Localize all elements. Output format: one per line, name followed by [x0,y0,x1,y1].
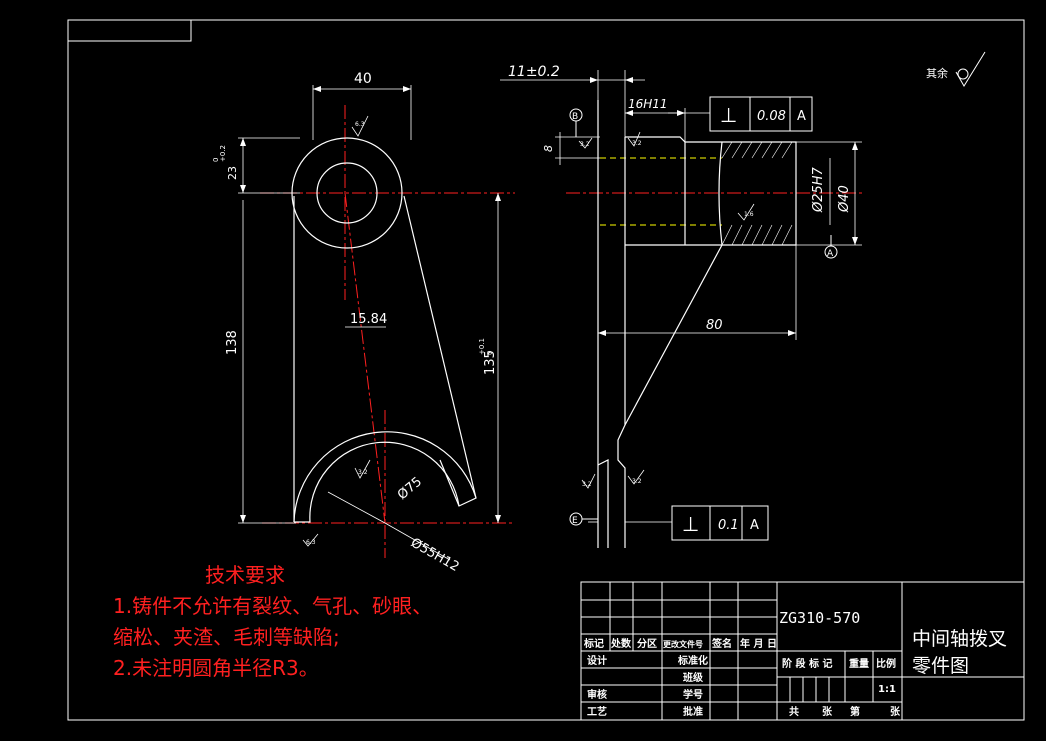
dim-step: 8 [542,145,555,152]
dim-hole-tol: 23 [226,166,239,180]
tol-top-value: 0.08 [757,109,786,124]
side-view: 11±0.2 16H11 8 Ø25H7 Ø40 80 B A E ⊥ 0.08… [500,64,862,548]
front-outline [291,137,477,523]
datum-a: A [827,249,834,259]
side-dimension-lines [500,70,862,523]
header-mark: 标记 [583,637,604,650]
title-block-texts: ZG310-570 中间轴拨叉 零件图 标记 处数 分区 更改文件号 签名 年 … [583,609,1007,718]
dim-offset: 15.84 [350,312,387,327]
technical-notes-title: 技术要求 [205,563,285,587]
roughness-circle-icon [957,68,969,80]
row-process: 工艺 [587,705,607,718]
dim-hole-tol-sup: +0.2 [219,145,227,162]
row-approve: 批准 [683,705,703,718]
row-standard: 标准化 [677,654,708,667]
side-hidden-lines [600,157,722,226]
side-roughness-symbols [578,131,755,489]
datum-e: E [572,516,578,526]
technical-notes: 技术要求 1.铸件不允许有裂纹、气孔、砂眼、 缩松、夹渣、毛刺等缺陷; 2.未注… [113,560,432,684]
roughness-left-top: 3.2 [580,141,590,148]
dim-outer: Ø40 [837,185,852,213]
side-datum-markers [569,108,838,526]
roughness-bottom-left: 6.3 [306,539,316,546]
roughness-left-bottom: 3.2 [582,481,592,488]
rest-roughness: 其余 [926,51,986,87]
side-dimension-arrows [590,77,858,336]
roughness-bore: 1.6 [744,211,754,218]
tol-bottom-value: 0.1 [718,518,739,533]
front-view: 40 15.84 138 23 +0.2 0 135 +0.1 0 Ø75 Ø5… [212,71,515,575]
dim-slot: 16H11 [628,97,668,111]
tol-top-symbol: ⊥ [720,103,737,127]
dim-thickness: 11±0.2 [508,64,560,80]
front-roughness-symbols [302,115,371,547]
header-count: 处数 [610,637,632,650]
total-label: 共 [789,705,799,718]
stage-label: 阶 段 标 记 [782,657,832,670]
front-center-lines [260,105,515,558]
header-date: 年 月 日 [740,637,777,650]
roughness-top: 6.3 [355,121,365,128]
tol-bottom-datum: A [750,518,759,533]
row-class: 班级 [683,671,704,684]
part-name-line2: 零件图 [912,655,969,677]
header-change-doc: 更改文件号 [663,639,703,649]
dim-overall-height: 138 [225,330,240,355]
tol-top-datum: A [797,109,806,124]
datum-b: B [572,112,578,122]
rest-roughness-label: 其余 [926,66,948,80]
dim-length: 80 [706,318,723,333]
material-label: ZG310-570 [779,609,860,627]
technical-note-line: 1.铸件不允许有裂纹、气孔、砂眼、 [113,594,433,618]
roughness-slot: 3.2 [632,140,642,147]
title-block [580,581,1025,721]
dim-arc-dia: Ø75 [395,474,425,503]
part-name-line1: 中间轴拨叉 [912,628,1007,650]
side-outline [597,100,797,548]
side-dim-texts: 11±0.2 16H11 8 Ø25H7 Ø40 80 B A E ⊥ 0.08… [508,64,852,536]
dim-bore: Ø25H7 [811,166,826,213]
scale-value: 1:1 [878,684,896,695]
dim-center-sub: 0 [486,351,494,355]
technical-note-line: 2.未注明圆角半径R3。 [113,656,319,680]
weight-label: 重量 [849,657,869,670]
roughness-arc: 3.2 [358,469,368,476]
header-zone: 分区 [637,637,657,650]
dim-center-distance: 135 [483,350,498,375]
scale-label: 比例 [876,657,896,670]
side-section-hatch [721,141,793,246]
sheets-label: 张 [822,705,833,718]
front-dimension-lines [238,85,499,561]
sheet-unit-label: 张 [890,705,901,718]
front-dim-texts: 40 15.84 138 23 +0.2 0 135 +0.1 0 Ø75 Ø5… [212,71,498,575]
tol-bottom-symbol: ⊥ [682,512,699,536]
row-student-id: 学号 [683,688,703,701]
dim-center-sup: +0.1 [478,338,486,355]
sheet-no-label: 第 [850,705,860,718]
roughness-right-bottom: 3.2 [632,478,642,485]
dim-hole-tol-sub: 0 [212,158,220,162]
header-sign: 签名 [711,637,732,650]
side-tolerance-frames [671,96,813,541]
technical-note-line: 缩松、夹渣、毛刺等缺陷; [113,625,340,649]
dim-width-top: 40 [354,71,372,87]
front-dimension-arrows [240,86,501,523]
drawing-frame [67,19,1025,721]
row-review: 审核 [587,688,607,701]
row-design: 设计 [587,654,607,667]
